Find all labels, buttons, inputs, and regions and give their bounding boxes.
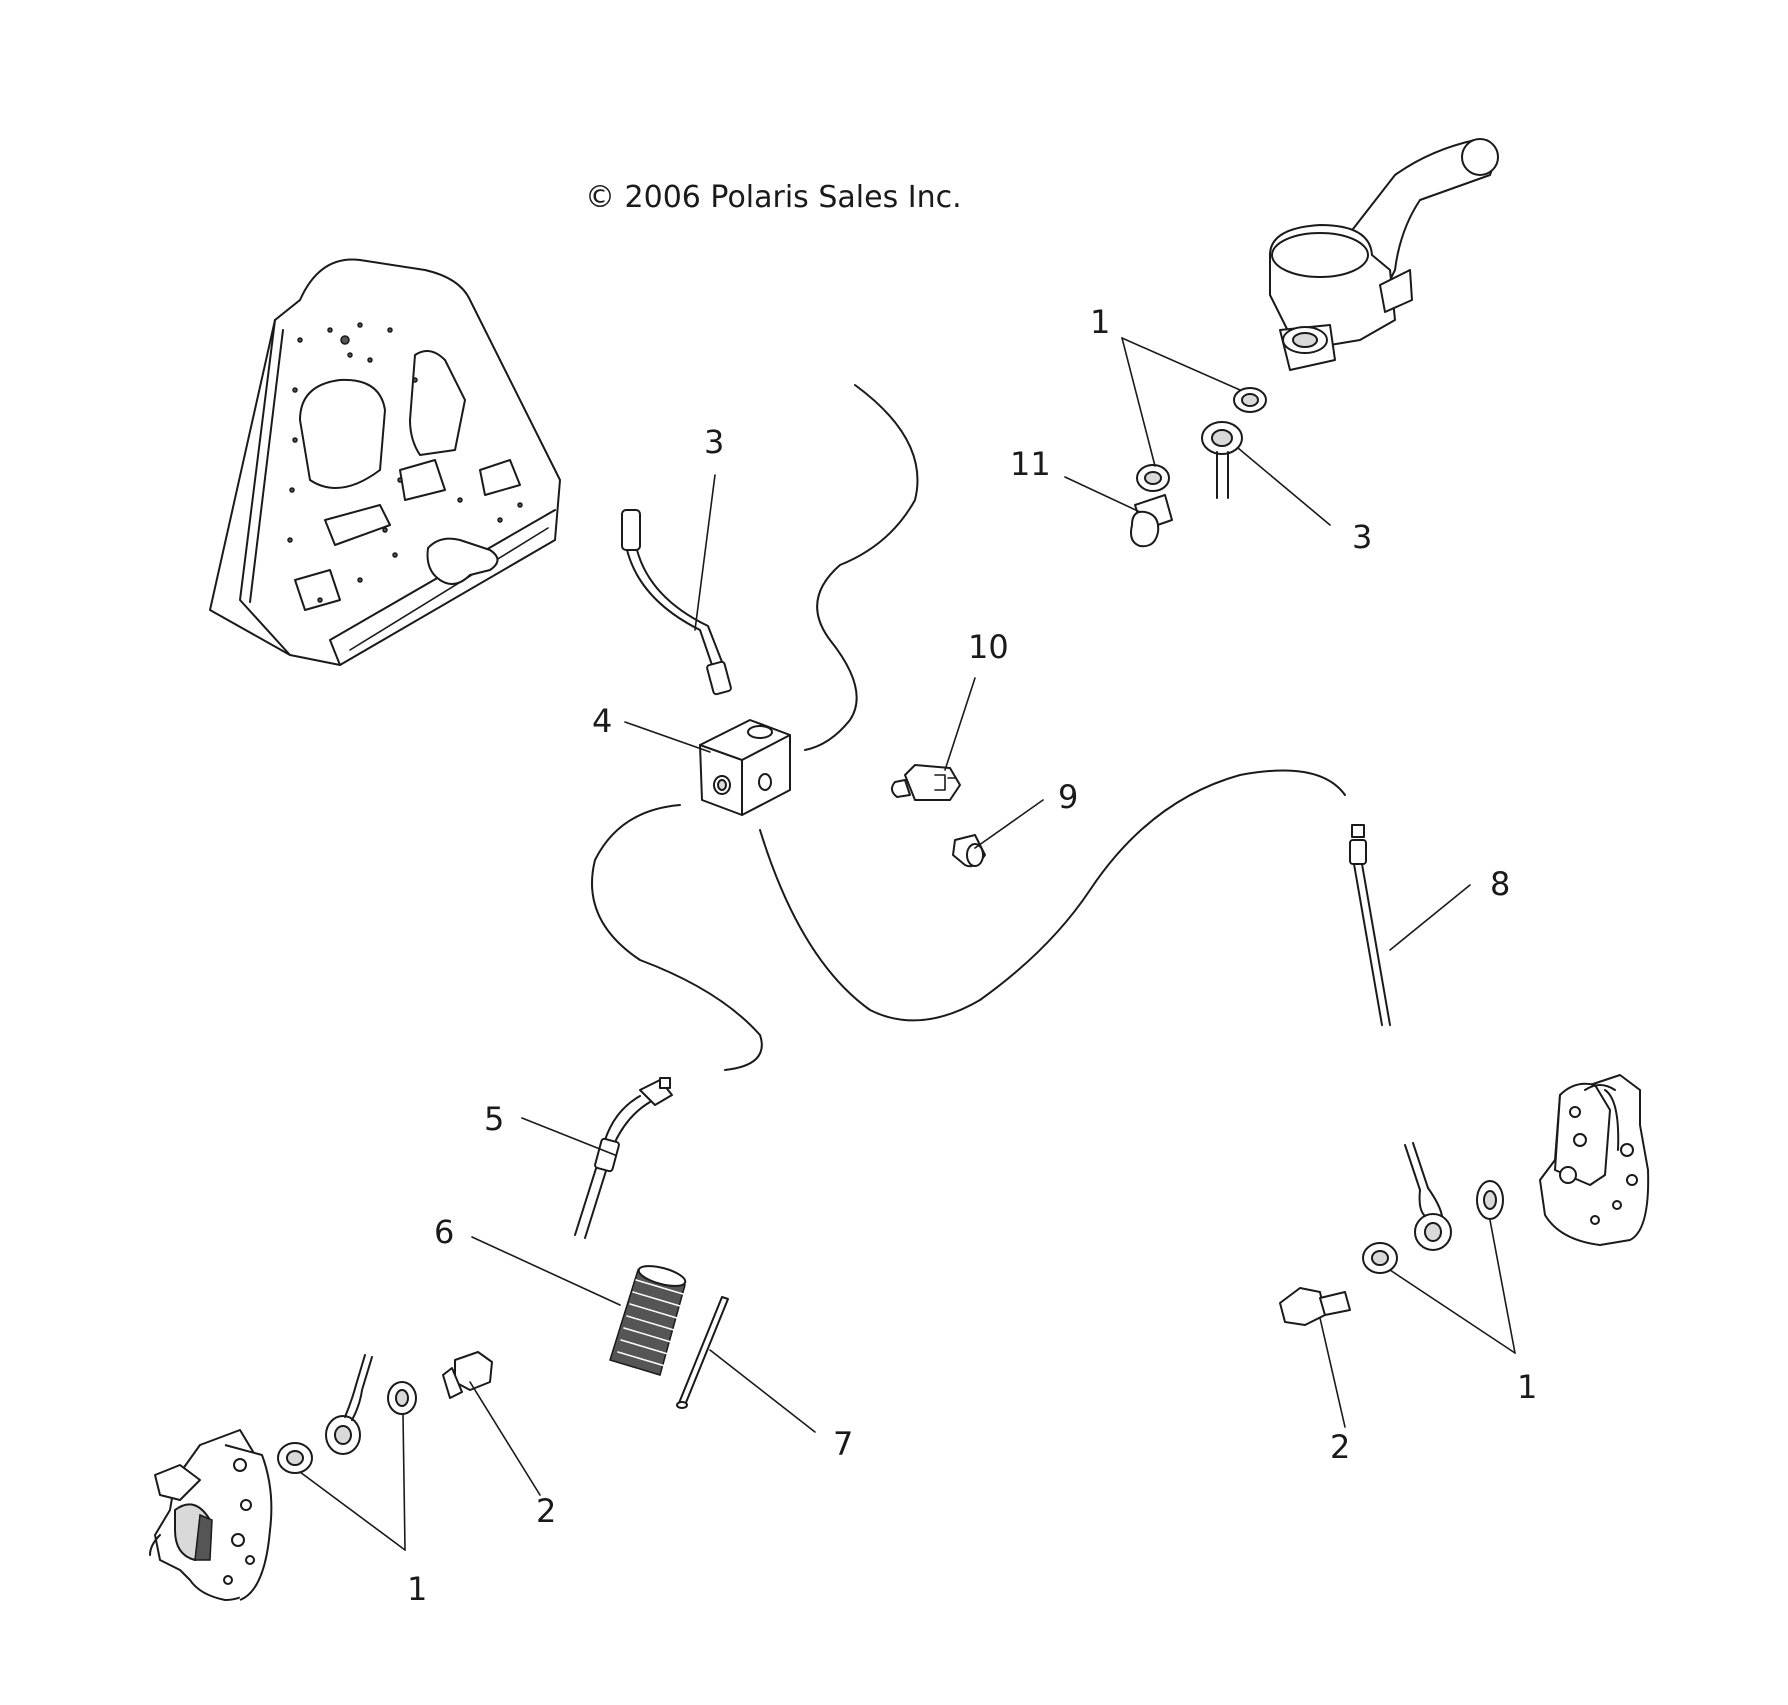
- banjo-fitting-upper: [1201, 421, 1243, 499]
- callout-5: 5: [484, 1100, 504, 1138]
- washer-right-2: [1362, 1242, 1398, 1274]
- brake-hose-top: [804, 384, 919, 751]
- banjo-bolt-left: [442, 1351, 493, 1399]
- bolt-9: [952, 834, 986, 868]
- brake-line-8: [1349, 824, 1452, 1251]
- callout-6: 6: [434, 1213, 454, 1251]
- banjo-fitting-left: [325, 1354, 373, 1455]
- left-caliper: [149, 1429, 273, 1601]
- callout-11: 11: [1010, 445, 1051, 483]
- callout-2-right: 2: [1330, 1428, 1350, 1466]
- washer-left-2: [387, 1381, 417, 1415]
- pin-7: [676, 1296, 729, 1409]
- callout-1-left: 1: [407, 1570, 427, 1608]
- brake-junction-block: [699, 719, 791, 816]
- callout-2-left: 2: [536, 1492, 556, 1530]
- brake-line-upper: [621, 509, 732, 696]
- callout-8: 8: [1490, 865, 1510, 903]
- callout-10: 10: [968, 628, 1009, 666]
- callout-1-right: 1: [1517, 1368, 1537, 1406]
- callout-3-right: 3: [1352, 518, 1372, 556]
- master-cylinder-lever: [1269, 138, 1499, 371]
- banjo-bolt-right: [1279, 1287, 1351, 1326]
- callout-4: 4: [592, 702, 612, 740]
- spring-6: [609, 1265, 687, 1376]
- brake-line-5: [574, 1077, 673, 1239]
- right-caliper: [1539, 1074, 1650, 1246]
- fitting-10: [891, 764, 961, 801]
- leader-lines: [299, 337, 1516, 1551]
- callout-9: 9: [1058, 778, 1078, 816]
- brake-hose-right: [759, 769, 1346, 1022]
- callout-1-top: 1: [1090, 303, 1110, 341]
- washer-right-1: [1476, 1180, 1504, 1220]
- callout-3-upper: 3: [704, 423, 724, 461]
- brake-hose-left: [591, 804, 763, 1071]
- banjo-washer-upper-2: [1136, 464, 1170, 492]
- bulkhead-panel: [209, 258, 561, 666]
- banjo-bolt-upper: [1130, 494, 1173, 548]
- copyright-notice: © 2006 Polaris Sales Inc.: [585, 180, 962, 215]
- washer-left-1: [277, 1442, 313, 1474]
- callout-7: 7: [833, 1425, 853, 1463]
- banjo-washer-upper: [1233, 387, 1267, 413]
- callout-labels: 1 11 3 3 10 4 9 8 5 6 7 2 1 2 1: [407, 303, 1537, 1608]
